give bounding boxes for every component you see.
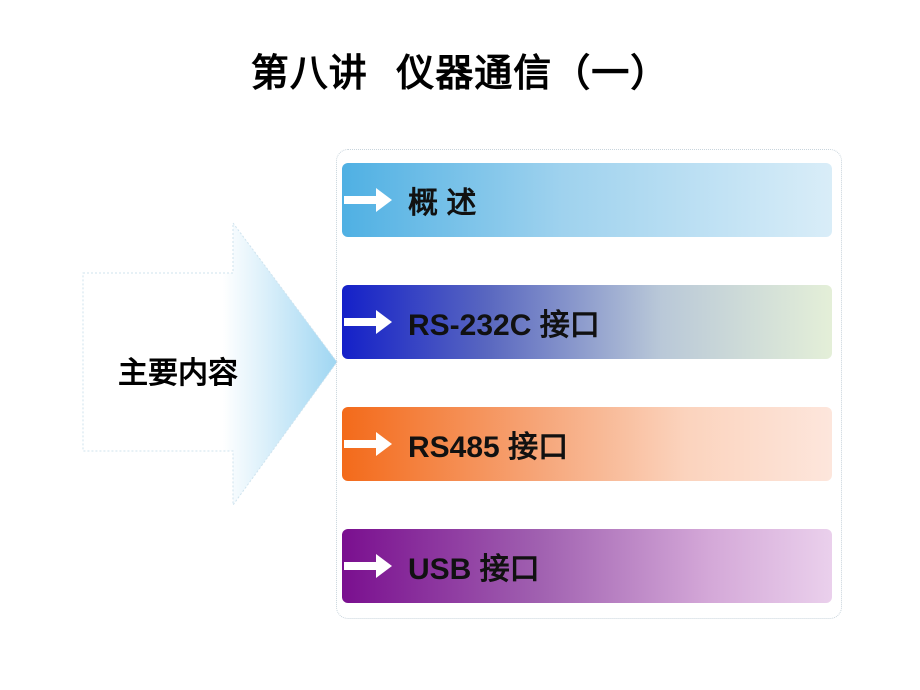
list-item-overview[interactable]: 概 述 [342,163,832,237]
main-content-block-arrow [82,221,338,507]
items-frame [336,149,842,619]
list-item-label: RS-232C 接口 [408,309,600,342]
right-arrow-icon [344,310,392,334]
list-item-usb[interactable]: USB 接口 [342,529,832,603]
list-item-label: USB 接口 [408,553,540,586]
list-item-label: RS485 接口 [408,431,569,464]
slide-title: 第八讲 仪器通信（一） [250,51,670,95]
list-item-label: 概 述 [408,187,477,220]
right-arrow-icon [344,188,392,212]
list-item-rs232c[interactable]: RS-232C 接口 [342,285,832,359]
main-content-label: 主要内容 [118,356,238,391]
right-arrow-icon [344,432,392,456]
list-item-rs485[interactable]: RS485 接口 [342,407,832,481]
right-arrow-icon [344,554,392,578]
